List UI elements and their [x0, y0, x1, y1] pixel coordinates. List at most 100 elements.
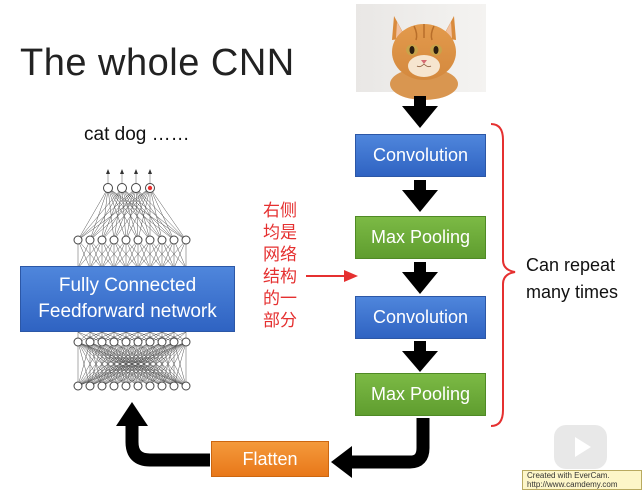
nn-edge — [125, 239, 151, 269]
nn-edge — [77, 187, 123, 241]
nn-neuron — [73, 337, 83, 347]
flatten-box: Flatten — [211, 441, 329, 477]
nn-edge — [149, 239, 175, 269]
nn-edge — [77, 341, 103, 387]
nn-neuron — [181, 235, 191, 245]
nn-edge — [101, 187, 151, 241]
nn-edge — [121, 187, 139, 241]
nn-edge — [77, 187, 151, 241]
nn-edge — [121, 187, 127, 241]
nn-neuron — [121, 381, 131, 391]
nn-edge — [77, 239, 91, 269]
nn-edge — [149, 239, 163, 269]
nn-edge — [113, 187, 123, 241]
arrow-pool-to-flatten — [350, 418, 430, 469]
nn-edge — [77, 341, 151, 387]
repeat-bracket — [490, 123, 516, 427]
nn-active-output-dot — [147, 185, 153, 191]
neural-network-diagram — [73, 169, 191, 391]
nn-edge — [161, 239, 175, 269]
nn-edge — [161, 341, 187, 387]
annotation-arrow-head — [344, 270, 358, 282]
nn-neuron — [169, 381, 179, 391]
nn-edge — [77, 341, 127, 387]
nn-edge — [77, 239, 103, 269]
nn-edge — [89, 239, 103, 269]
nn-neuron — [133, 235, 143, 245]
nn-edge — [89, 239, 115, 269]
play-icon[interactable] — [553, 424, 608, 470]
nn-edge — [101, 239, 127, 269]
nn-output-arrowhead — [120, 169, 124, 174]
nn-edge — [137, 341, 187, 387]
nn-edge — [173, 239, 187, 269]
nn-edge — [89, 187, 109, 241]
nn-edge — [121, 187, 187, 241]
nn-edge — [107, 187, 115, 241]
nn-edge — [77, 187, 109, 241]
nn-edge — [77, 341, 115, 387]
nn-edge — [125, 187, 151, 241]
nn-edge — [173, 341, 187, 387]
fc-label-line1: Fully Connected — [58, 275, 197, 296]
nn-edge — [125, 187, 137, 241]
annotation-line: 右侧 — [263, 201, 297, 221]
nn-neuron — [73, 381, 83, 391]
nn-edge — [149, 187, 187, 241]
nn-neuron — [181, 337, 191, 347]
chinese-annotation: 右侧 均是 网络 结构 的一 部分 — [263, 200, 303, 332]
nn-neuron — [97, 337, 107, 347]
nn-edge — [89, 341, 187, 387]
annotation-line: 网络 — [263, 245, 297, 265]
watermark-line2: http://www.camdemy.com — [527, 480, 618, 489]
nn-edge — [113, 239, 127, 269]
nn-edge — [113, 187, 137, 241]
nn-neuron — [97, 235, 107, 245]
nn-edge — [77, 187, 137, 241]
max-pooling-box-2: Max Pooling — [355, 373, 486, 416]
nn-edge — [149, 187, 163, 241]
nn-neuron — [73, 235, 83, 245]
nn-edge — [137, 239, 163, 269]
nn-neuron — [145, 235, 155, 245]
nn-neuron — [181, 381, 191, 391]
nn-edge — [107, 187, 175, 241]
nn-neuron — [109, 381, 119, 391]
nn-neuron — [133, 381, 143, 391]
nn-edge — [107, 187, 163, 241]
nn-edge — [161, 239, 187, 269]
nn-neuron — [109, 337, 119, 347]
nn-edge — [135, 187, 187, 241]
nn-neuron — [157, 381, 167, 391]
nn-edge — [101, 187, 109, 241]
nn-neuron — [121, 235, 131, 245]
annotation-line: 的一 — [263, 289, 297, 309]
nn-output-arrowhead — [148, 169, 152, 174]
nn-neuron — [85, 337, 95, 347]
nn-neuron — [169, 235, 179, 245]
down-arrow-3 — [402, 262, 438, 294]
nn-edge — [101, 341, 187, 387]
down-arrow-1 — [402, 96, 438, 128]
fc-label-line2: Feedforward network — [38, 301, 217, 322]
nn-edge — [113, 239, 139, 269]
nn-edge — [135, 187, 139, 241]
nn-neuron — [157, 337, 167, 347]
arrow-flatten-to-fc — [125, 424, 210, 467]
nn-output-arrowhead — [106, 169, 110, 174]
nn-edge — [113, 341, 187, 387]
nn-output-arrowhead — [134, 169, 138, 174]
evercam-watermark[interactable]: Created with EverCam. http://www.camdemy… — [522, 470, 642, 490]
nn-edge — [77, 341, 139, 387]
nn-edge — [77, 341, 175, 387]
nn-neuron — [133, 337, 143, 347]
nn-neuron — [85, 381, 95, 391]
nn-edge — [107, 187, 187, 241]
nn-edge — [101, 187, 123, 241]
nn-edge — [107, 187, 139, 241]
repeat-note-line1: Can repeat — [526, 255, 616, 275]
nn-edge — [77, 341, 163, 387]
nn-edge — [121, 187, 175, 241]
nn-edge — [89, 187, 123, 241]
nn-edge — [149, 341, 187, 387]
